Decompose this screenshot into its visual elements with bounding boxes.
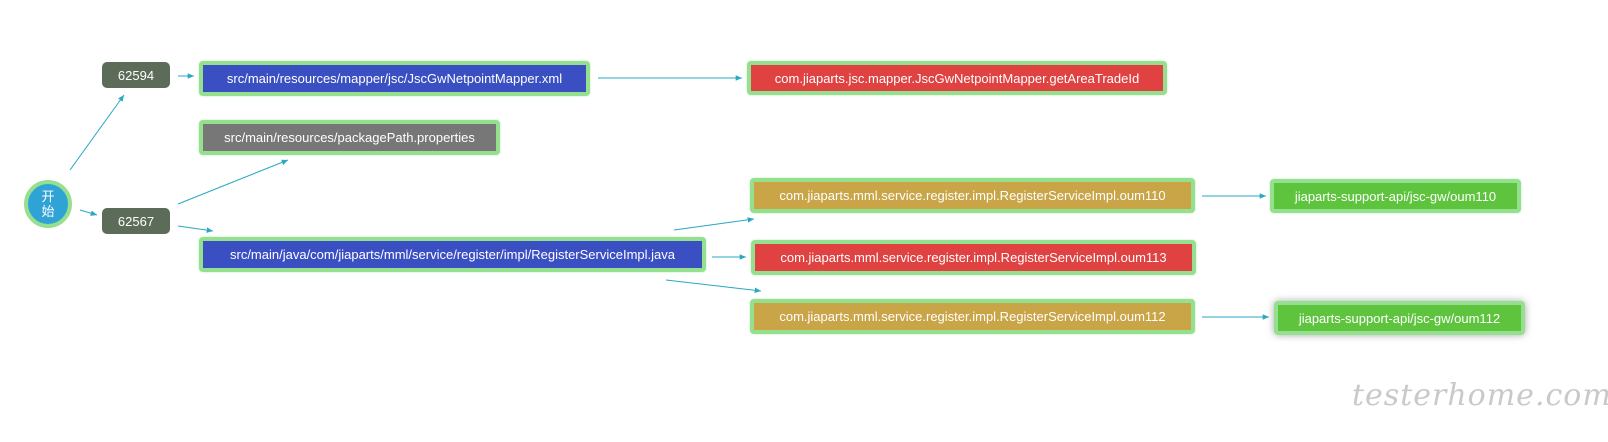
start-label-line2: 始 — [41, 204, 55, 219]
edge-start-to-62594 — [69, 94, 125, 171]
method-node-oum112[interactable]: com.jiaparts.mml.service.register.impl.R… — [750, 299, 1195, 334]
file-node-mapper-xml[interactable]: src/main/resources/mapper/jsc/JscGwNetpo… — [199, 61, 590, 96]
method-node-oum113[interactable]: com.jiaparts.mml.service.register.impl.R… — [751, 240, 1196, 275]
file-node-packagepath-properties[interactable]: src/main/resources/packagePath.propertie… — [199, 120, 500, 155]
commit-node-62594[interactable]: 62594 — [102, 62, 170, 88]
commit-node-62567[interactable]: 62567 — [102, 208, 170, 234]
method-node-getareatradeid[interactable]: com.jiaparts.jsc.mapper.JscGwNetpointMap… — [747, 61, 1167, 95]
method-node-oum110[interactable]: com.jiaparts.mml.service.register.impl.R… — [750, 178, 1195, 213]
file-node-registerserviceimpl-java[interactable]: src/main/java/com/jiaparts/mml/service/r… — [199, 237, 706, 272]
api-node-oum110[interactable]: jiaparts-support-api/jsc-gw/oum110 — [1270, 179, 1521, 213]
edge-registerserviceimpl-to-oum110 — [673, 217, 755, 231]
api-node-oum112[interactable]: jiaparts-support-api/jsc-gw/oum112 — [1274, 301, 1525, 335]
edge-62567-to-registerserviceimpl — [177, 225, 214, 233]
edge-registerserviceimpl-to-oum112 — [665, 279, 762, 294]
watermark: testerhome.com — [1352, 378, 1608, 413]
start-label-line1: 开 — [41, 189, 55, 204]
edge-start-to-62567 — [79, 209, 98, 216]
edge-62567-to-packagepath — [177, 159, 289, 205]
start-node[interactable]: 开 始 — [24, 180, 72, 228]
